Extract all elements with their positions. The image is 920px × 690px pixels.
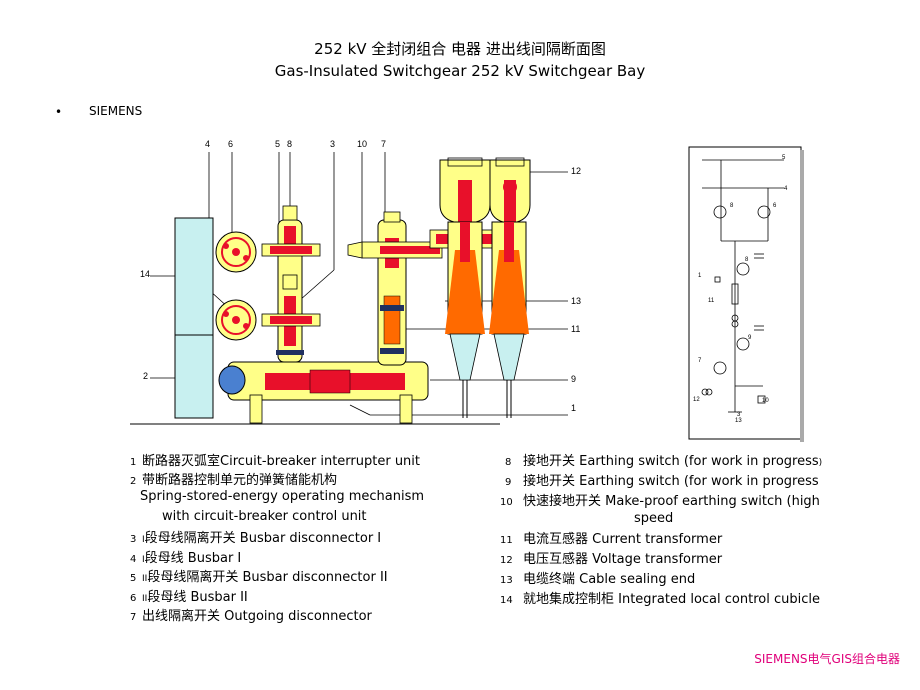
legend-item-2-en-line2: with circuit-breaker control unit xyxy=(162,509,367,524)
callout-4: 4 xyxy=(205,139,210,149)
bullet: • xyxy=(55,105,63,119)
schematic-label: 5 xyxy=(782,155,786,161)
busbar-1 xyxy=(215,299,257,341)
switchgear-cross-section: 4 6 5 8 3 10 7 12 13 11 9 1 14 2 xyxy=(130,139,581,425)
footer-brand: SIEMENS电气GIS组合电器 xyxy=(754,652,900,666)
callout-1: 1 xyxy=(571,403,576,413)
schematic-label: 12 xyxy=(693,397,700,403)
title-english: Gas-Insulated Switchgear 252 kV Switchge… xyxy=(274,62,646,80)
brand-label: SIEMENS xyxy=(89,104,143,118)
schematic-label: 9 xyxy=(748,335,752,341)
callout-3: 3 xyxy=(330,139,335,149)
outgoing-disconnector-column xyxy=(347,211,443,366)
cable-sealing-end-1 xyxy=(445,221,485,418)
busbar-2 xyxy=(215,231,257,273)
schematic-label: 4 xyxy=(784,186,788,192)
schematic-label: 11 xyxy=(708,298,715,304)
title-chinese: 252 kV 全封闭组合 电器 进出线间隔断面图 xyxy=(314,40,606,58)
callout-2: 2 xyxy=(143,371,148,381)
schematic-label: 6 xyxy=(773,203,777,209)
schematic-label: 3 xyxy=(737,412,741,418)
schematic-label: 13 xyxy=(735,418,742,424)
callout-7: 7 xyxy=(381,139,386,149)
callout-14: 14 xyxy=(140,269,150,279)
legend-item-2-en-line1: Spring-stored-energy operating mechanism xyxy=(140,489,425,504)
schematic-label: 7 xyxy=(698,358,702,364)
callout-5: 5 xyxy=(275,139,280,149)
callout-10: 10 xyxy=(357,139,367,149)
operating-mechanism xyxy=(218,365,246,395)
schematic-label: 8 xyxy=(730,203,734,209)
voltage-transformer-2 xyxy=(489,157,531,223)
legend-item-10-line2: speed xyxy=(634,511,674,526)
schematic-label: 1 xyxy=(698,273,702,279)
single-line-schematic: 5 4 8 6 8 1 11 9 7 3 10 12 13 xyxy=(688,146,804,442)
callout-12: 12 xyxy=(571,166,581,176)
callout-8: 8 xyxy=(287,139,292,149)
callout-11: 11 xyxy=(571,324,580,334)
cable-sealing-end-2 xyxy=(489,221,529,418)
callout-9: 9 xyxy=(571,374,576,384)
control-cubicle xyxy=(174,217,214,419)
schematic-label: 8 xyxy=(745,257,749,263)
callout-13: 13 xyxy=(571,296,581,306)
voltage-transformer-1 xyxy=(439,157,491,223)
busbar-disconnector-column xyxy=(261,205,321,363)
schematic-label: 10 xyxy=(762,398,769,404)
callout-6: 6 xyxy=(228,139,233,149)
